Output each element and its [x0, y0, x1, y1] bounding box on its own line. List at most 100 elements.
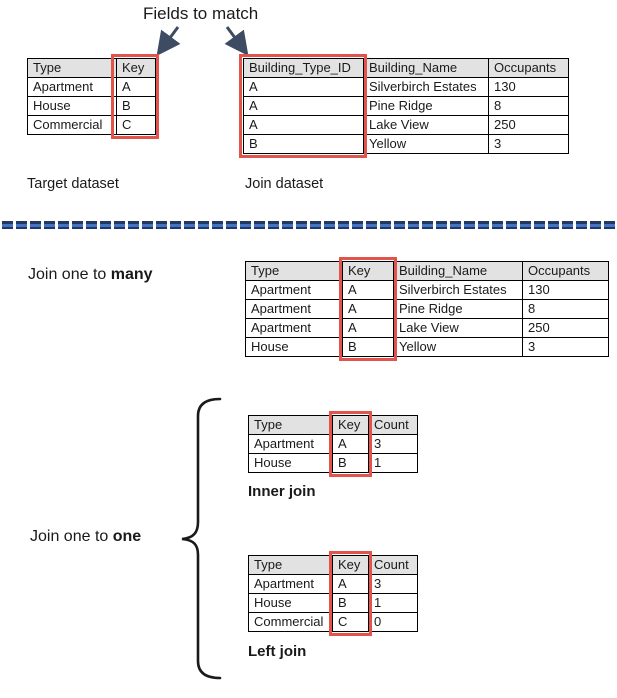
- cell: 8: [488, 96, 569, 116]
- table-row: Apartment A 3: [248, 574, 418, 594]
- cell: 3: [488, 134, 569, 154]
- header-row: Building_Type_ID Building_Name Occupants: [243, 58, 569, 78]
- divider-dash-top: [2, 221, 615, 224]
- table-row: Commercial C: [27, 115, 156, 135]
- cell: Apartment: [248, 434, 333, 454]
- inner-join-caption: Inner join: [248, 483, 316, 500]
- cell: Pine Ridge: [393, 299, 523, 319]
- table-row: House B: [27, 96, 156, 116]
- cell: Commercial: [27, 115, 117, 135]
- cell: 250: [488, 115, 569, 135]
- divider-dash-middle: [2, 223, 615, 227]
- join-dataset-table: Building_Type_ID Building_Name Occupants…: [243, 58, 569, 154]
- table-row: Apartment A 3: [248, 434, 418, 454]
- label-text: Join one to: [30, 528, 113, 545]
- cell: B: [332, 593, 369, 613]
- column-header: Key: [332, 415, 369, 435]
- cell: Lake View: [363, 115, 489, 135]
- table-row: Apartment A Silverbirch Estates 130: [245, 280, 609, 300]
- table-row: House B 1: [248, 593, 418, 613]
- cell: House: [27, 96, 117, 116]
- cell: Lake View: [393, 318, 523, 338]
- label-bold-text: one: [112, 528, 142, 545]
- join-one-to-many-label: Join one to many: [28, 266, 153, 284]
- cell: House: [248, 593, 333, 613]
- arrow-down-left-icon: [156, 26, 181, 57]
- cell: Commercial: [248, 612, 333, 632]
- arrow-down-right-icon: [224, 26, 249, 57]
- cell: B: [342, 337, 394, 357]
- cell: House: [248, 453, 333, 473]
- one-to-many-result-table: Type Key Building_Name Occupants Apartme…: [245, 261, 609, 357]
- column-header: Building_Type_ID: [243, 58, 364, 78]
- cell: Apartment: [245, 280, 343, 300]
- cell: B: [243, 134, 364, 154]
- table-row: Apartment A: [27, 77, 156, 97]
- column-header: Type: [248, 415, 333, 435]
- header-row: Type Key: [27, 58, 156, 78]
- column-header: Key: [116, 58, 156, 78]
- table-row: A Silverbirch Estates 130: [243, 77, 569, 97]
- cell: A: [342, 299, 394, 319]
- cell: A: [342, 280, 394, 300]
- cell: A: [243, 96, 364, 116]
- cell: A: [332, 434, 369, 454]
- table-row: A Lake View 250: [243, 115, 569, 135]
- table-row: A Pine Ridge 8: [243, 96, 569, 116]
- section-divider: [2, 221, 615, 229]
- cell: 3: [522, 337, 609, 357]
- cell: B: [116, 96, 156, 116]
- cell: House: [245, 337, 343, 357]
- cell: C: [116, 115, 156, 135]
- cell: Pine Ridge: [363, 96, 489, 116]
- left-join-caption: Left join: [248, 643, 307, 660]
- table-row: House B Yellow 3: [245, 337, 609, 357]
- left-join-table: Type Key Count Apartment A 3 House B 1 C…: [248, 555, 418, 632]
- cell: A: [116, 77, 156, 97]
- column-header: Building_Name: [393, 261, 523, 281]
- column-header: Key: [332, 555, 369, 575]
- curly-brace-icon: [181, 397, 222, 680]
- column-header: Occupants: [522, 261, 609, 281]
- cell: 1: [368, 593, 418, 613]
- cell: Apartment: [245, 299, 343, 319]
- table-row: B Yellow 3: [243, 134, 569, 154]
- cell: 250: [522, 318, 609, 338]
- table-row: Apartment A Lake View 250: [245, 318, 609, 338]
- cell: 3: [368, 574, 418, 594]
- cell: A: [243, 77, 364, 97]
- column-header: Building_Name: [363, 58, 489, 78]
- column-header: Occupants: [488, 58, 569, 78]
- cell: Apartment: [248, 574, 333, 594]
- header-row: Type Key Building_Name Occupants: [245, 261, 609, 281]
- cell: Apartment: [27, 77, 117, 97]
- column-header: Type: [245, 261, 343, 281]
- fields-to-match-arrows: [156, 26, 249, 57]
- cell: Yellow: [393, 337, 523, 357]
- cell: Silverbirch Estates: [393, 280, 523, 300]
- column-header: Key: [342, 261, 394, 281]
- column-header: Type: [248, 555, 333, 575]
- label-bold-text: many: [110, 266, 153, 283]
- table-row: House B 1: [248, 453, 418, 473]
- target-dataset-table: Type Key Apartment A House B Commercial …: [27, 58, 156, 135]
- cell: Apartment: [245, 318, 343, 338]
- cell: A: [332, 574, 369, 594]
- cell: A: [243, 115, 364, 135]
- cell: 1: [368, 453, 418, 473]
- cell: B: [332, 453, 369, 473]
- column-header: Type: [27, 58, 117, 78]
- join-one-to-one-label: Join one to one: [30, 528, 141, 546]
- cell: 130: [488, 77, 569, 97]
- divider-dash-bottom: [2, 226, 615, 229]
- table-row: Apartment A Pine Ridge 8: [245, 299, 609, 319]
- cell: Silverbirch Estates: [363, 77, 489, 97]
- column-header: Count: [368, 555, 418, 575]
- cell: A: [342, 318, 394, 338]
- fields-to-match-label: Fields to match: [143, 4, 259, 23]
- cell: 8: [522, 299, 609, 319]
- table-row: Commercial C 0: [248, 612, 418, 632]
- cell: 130: [522, 280, 609, 300]
- cell: 3: [368, 434, 418, 454]
